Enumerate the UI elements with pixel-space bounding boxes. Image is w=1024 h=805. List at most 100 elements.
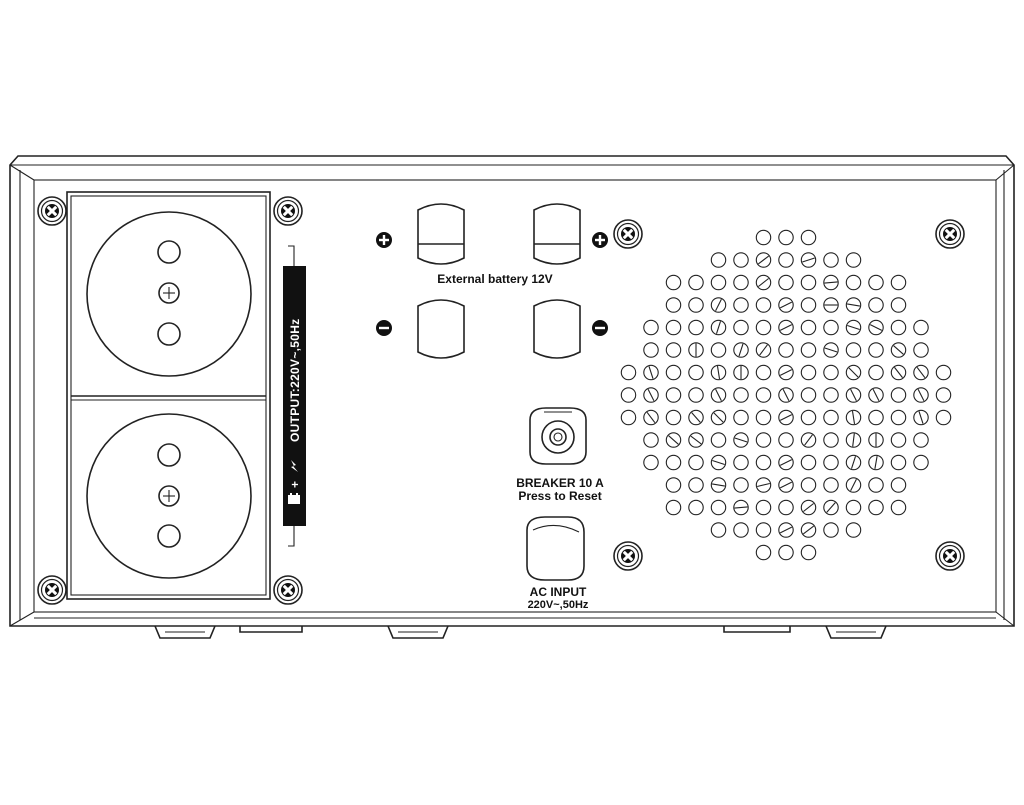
vent-hole xyxy=(823,409,839,426)
vent-hole xyxy=(800,364,817,381)
phillips-screw-icon xyxy=(613,541,643,571)
vent-hole xyxy=(710,297,727,313)
vent-hole xyxy=(733,477,749,493)
vent-hole xyxy=(913,387,929,403)
vent-hole xyxy=(868,387,884,403)
vent-hole xyxy=(755,319,772,336)
vent-hole xyxy=(845,432,862,448)
breaker-reset-label: Press to Reset xyxy=(518,489,601,503)
vent-hole xyxy=(755,432,772,448)
vent-hole xyxy=(733,319,749,336)
vent-hole xyxy=(935,387,952,403)
vent-hole xyxy=(643,319,659,336)
vent-hole xyxy=(845,499,862,516)
battery-terminal-positive-left xyxy=(417,203,465,265)
vent-hole xyxy=(665,432,682,448)
vent-hole xyxy=(913,319,929,336)
vent-hole xyxy=(643,432,659,448)
vent-hole xyxy=(800,252,817,268)
vent-hole xyxy=(890,454,907,471)
vent-hole xyxy=(755,409,772,426)
vent-hole xyxy=(800,522,817,538)
fan-vent-grille xyxy=(620,229,952,561)
vent-hole xyxy=(733,364,749,381)
vent-hole xyxy=(755,297,772,313)
vent-hole xyxy=(778,319,794,336)
vent-hole xyxy=(755,274,772,291)
vent-hole xyxy=(778,229,794,246)
feet xyxy=(154,625,887,639)
battery-terminal-negative-left xyxy=(417,299,465,359)
vent-hole xyxy=(845,409,862,426)
vent-hole xyxy=(688,297,704,313)
vent-hole xyxy=(755,522,772,538)
vent-hole xyxy=(620,387,637,403)
vent-hole xyxy=(778,252,794,268)
vent-hole xyxy=(643,387,659,403)
socket-top xyxy=(86,211,252,377)
ac-input-label: AC INPUT xyxy=(530,585,587,599)
vent-hole xyxy=(688,477,704,493)
vent-hole xyxy=(688,409,704,426)
vent-hole xyxy=(800,544,817,561)
vent-hole xyxy=(778,297,794,313)
vent-hole xyxy=(868,342,884,358)
vent-hole xyxy=(800,432,817,448)
vent-hole xyxy=(823,342,839,358)
vent-hole xyxy=(913,454,929,471)
vent-hole xyxy=(823,522,839,538)
vent-hole xyxy=(890,387,907,403)
housing xyxy=(9,155,1015,627)
vent-hole xyxy=(710,477,727,493)
vent-hole xyxy=(913,432,929,448)
vent-hole xyxy=(935,409,952,426)
vent-hole xyxy=(710,454,727,471)
vent-hole xyxy=(868,454,884,471)
vent-hole xyxy=(868,297,884,313)
vent-hole xyxy=(913,342,929,358)
vent-hole xyxy=(755,454,772,471)
vent-hole xyxy=(710,252,727,268)
vent-hole xyxy=(778,454,794,471)
vent-hole xyxy=(845,252,862,268)
vent-hole xyxy=(688,319,704,336)
phillips-screw-icon xyxy=(613,219,643,249)
vent-hole xyxy=(733,387,749,403)
vent-hole xyxy=(755,544,772,561)
vent-hole xyxy=(890,364,907,381)
vent-hole xyxy=(688,432,704,448)
vent-hole xyxy=(778,409,794,426)
vent-hole xyxy=(800,387,817,403)
vent-hole xyxy=(755,229,772,246)
vent-hole xyxy=(778,432,794,448)
vent-hole xyxy=(890,274,907,291)
vent-hole xyxy=(755,499,772,516)
vent-hole xyxy=(755,387,772,403)
vent-hole xyxy=(913,364,929,381)
plus-icon xyxy=(376,232,392,248)
vent-hole xyxy=(733,252,749,268)
vent-hole xyxy=(823,252,839,268)
vent-hole xyxy=(823,297,839,313)
vent-hole xyxy=(823,477,839,493)
output-sockets xyxy=(66,191,271,600)
vent-hole xyxy=(733,432,749,448)
vent-hole xyxy=(823,432,839,448)
vent-hole xyxy=(823,364,839,381)
vent-hole xyxy=(665,274,682,291)
vent-hole xyxy=(733,342,749,358)
vent-hole xyxy=(890,319,907,336)
vent-hole xyxy=(868,409,884,426)
vent-hole xyxy=(688,499,704,516)
vent-hole xyxy=(688,387,704,403)
vent-hole xyxy=(733,409,749,426)
vent-hole xyxy=(800,319,817,336)
ac-input: AC INPUT 220V~,50Hz xyxy=(526,516,589,611)
screws xyxy=(37,196,965,605)
vent-hole xyxy=(688,364,704,381)
vent-hole xyxy=(755,342,772,358)
vent-hole xyxy=(620,409,637,426)
vent-hole xyxy=(868,364,884,381)
vent-hole xyxy=(710,432,727,448)
vent-hole xyxy=(665,454,682,471)
